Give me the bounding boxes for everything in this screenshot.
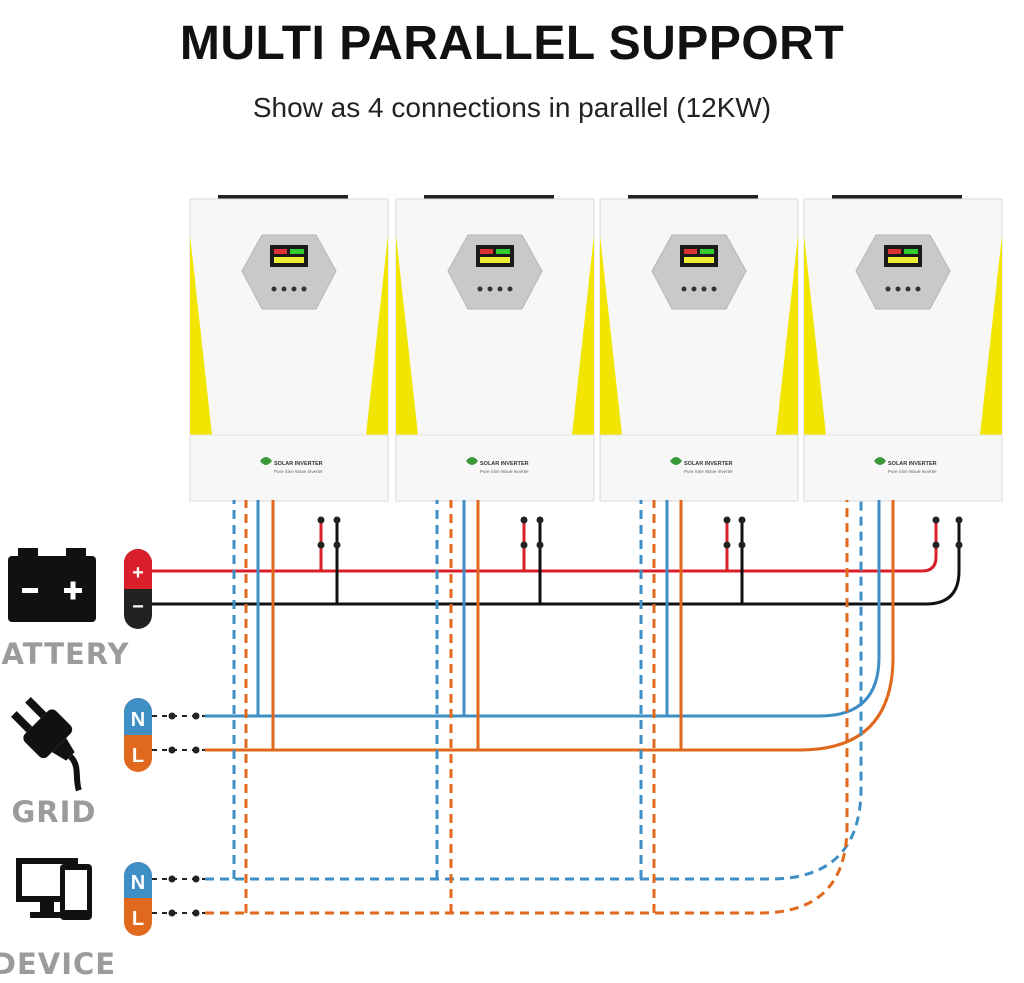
inverter-accent-left [396, 235, 418, 435]
lcd-display [476, 245, 514, 267]
inverter-accent-right [776, 235, 798, 435]
panel-button [487, 286, 493, 292]
panel-button [497, 286, 503, 292]
device-neutral-wire [205, 500, 863, 881]
input-dots [168, 712, 200, 917]
inverter-brand: SOLAR INVERTER [888, 461, 937, 467]
battery-label: BATTERY [0, 637, 130, 671]
panel-button [507, 286, 513, 292]
battery-terminal-badge: + − [124, 549, 152, 629]
inverter-brand: SOLAR INVERTER [274, 461, 323, 467]
lcd-display [680, 245, 718, 267]
battery-negative-wire [150, 520, 961, 606]
panel-button [885, 286, 891, 292]
panel-button [301, 286, 307, 292]
inverter-accent-right [366, 235, 388, 435]
inverter-top-cap [424, 195, 554, 199]
inverter-accent-right [572, 235, 594, 435]
inverter-panel [855, 234, 951, 310]
inverter-brand: SOLAR INVERTER [480, 461, 529, 467]
panel-button [711, 286, 717, 292]
grid-terminal-badge: N L [124, 698, 152, 772]
plug-icon [10, 696, 82, 792]
panel-button [291, 286, 297, 292]
panel-button [895, 286, 901, 292]
page-subtitle: Show as 4 connections in parallel (12KW) [252, 92, 772, 123]
panel-button [691, 286, 697, 292]
device-neutral-label: N [131, 872, 145, 894]
inverter-model: Pure Sine Wave Inverter [684, 469, 733, 474]
inverter-unit-2: SOLAR INVERTER Pure Sine Wave Inverter [395, 195, 595, 502]
inverter-unit-4: SOLAR INVERTER Pure Sine Wave Inverter [803, 195, 1003, 502]
grid-neutral-wire [205, 500, 881, 718]
device-icon [16, 858, 92, 920]
inverter-units: SOLAR INVERTER Pure Sine Wave Inverter S… [189, 195, 1003, 502]
inverter-top-cap [218, 195, 348, 199]
inverter-body [803, 198, 1003, 502]
inverter-brand: SOLAR INVERTER [684, 461, 733, 467]
leaf-logo [670, 457, 682, 465]
page-title: MULTI PARALLEL SUPPORT [179, 17, 845, 70]
leaf-logo [466, 457, 478, 465]
panel-button [271, 286, 277, 292]
lcd-display [884, 245, 922, 267]
battery-icon [8, 548, 96, 622]
leaf-logo [260, 457, 272, 465]
grid-line-wire [205, 500, 895, 752]
panel-button [281, 286, 287, 292]
battery-negative-label: − [132, 596, 144, 618]
inverter-model: Pure Sine Wave Inverter [480, 469, 529, 474]
inverter-model: Pure Sine Wave Inverter [888, 469, 937, 474]
panel-button [905, 286, 911, 292]
panel-button [701, 286, 707, 292]
leaf-logo [874, 457, 886, 465]
device-line-wire [205, 500, 849, 915]
panel-button [915, 286, 921, 292]
inverter-unit-3: SOLAR INVERTER Pure Sine Wave Inverter [599, 195, 799, 502]
inverter-panel [241, 234, 337, 310]
wiring [150, 500, 961, 915]
grid-label: GRID [12, 795, 97, 829]
inverter-accent-left [190, 235, 212, 435]
inverter-accent-left [804, 235, 826, 435]
grid-neutral-label: N [131, 709, 145, 731]
device-label: DEVICE [0, 947, 116, 981]
lcd-display [270, 245, 308, 267]
input-connector-dots [152, 715, 205, 914]
inverter-top-cap [628, 195, 758, 199]
inverter-unit-1: SOLAR INVERTER Pure Sine Wave Inverter [189, 195, 389, 502]
inverter-panel [447, 234, 543, 310]
inverter-top-cap [832, 195, 962, 199]
inverter-accent-right [980, 235, 1002, 435]
device-line-label: L [132, 908, 144, 930]
panel-button [681, 286, 687, 292]
inverter-panel [651, 234, 747, 310]
battery-positive-label: + [132, 562, 144, 584]
grid-line-label: L [132, 745, 144, 767]
inverter-accent-left [600, 235, 622, 435]
battery-terminal-dots [317, 516, 963, 549]
device-terminal-badge: N L [124, 862, 152, 936]
panel-button [477, 286, 483, 292]
inverter-model: Pure Sine Wave Inverter [274, 469, 323, 474]
